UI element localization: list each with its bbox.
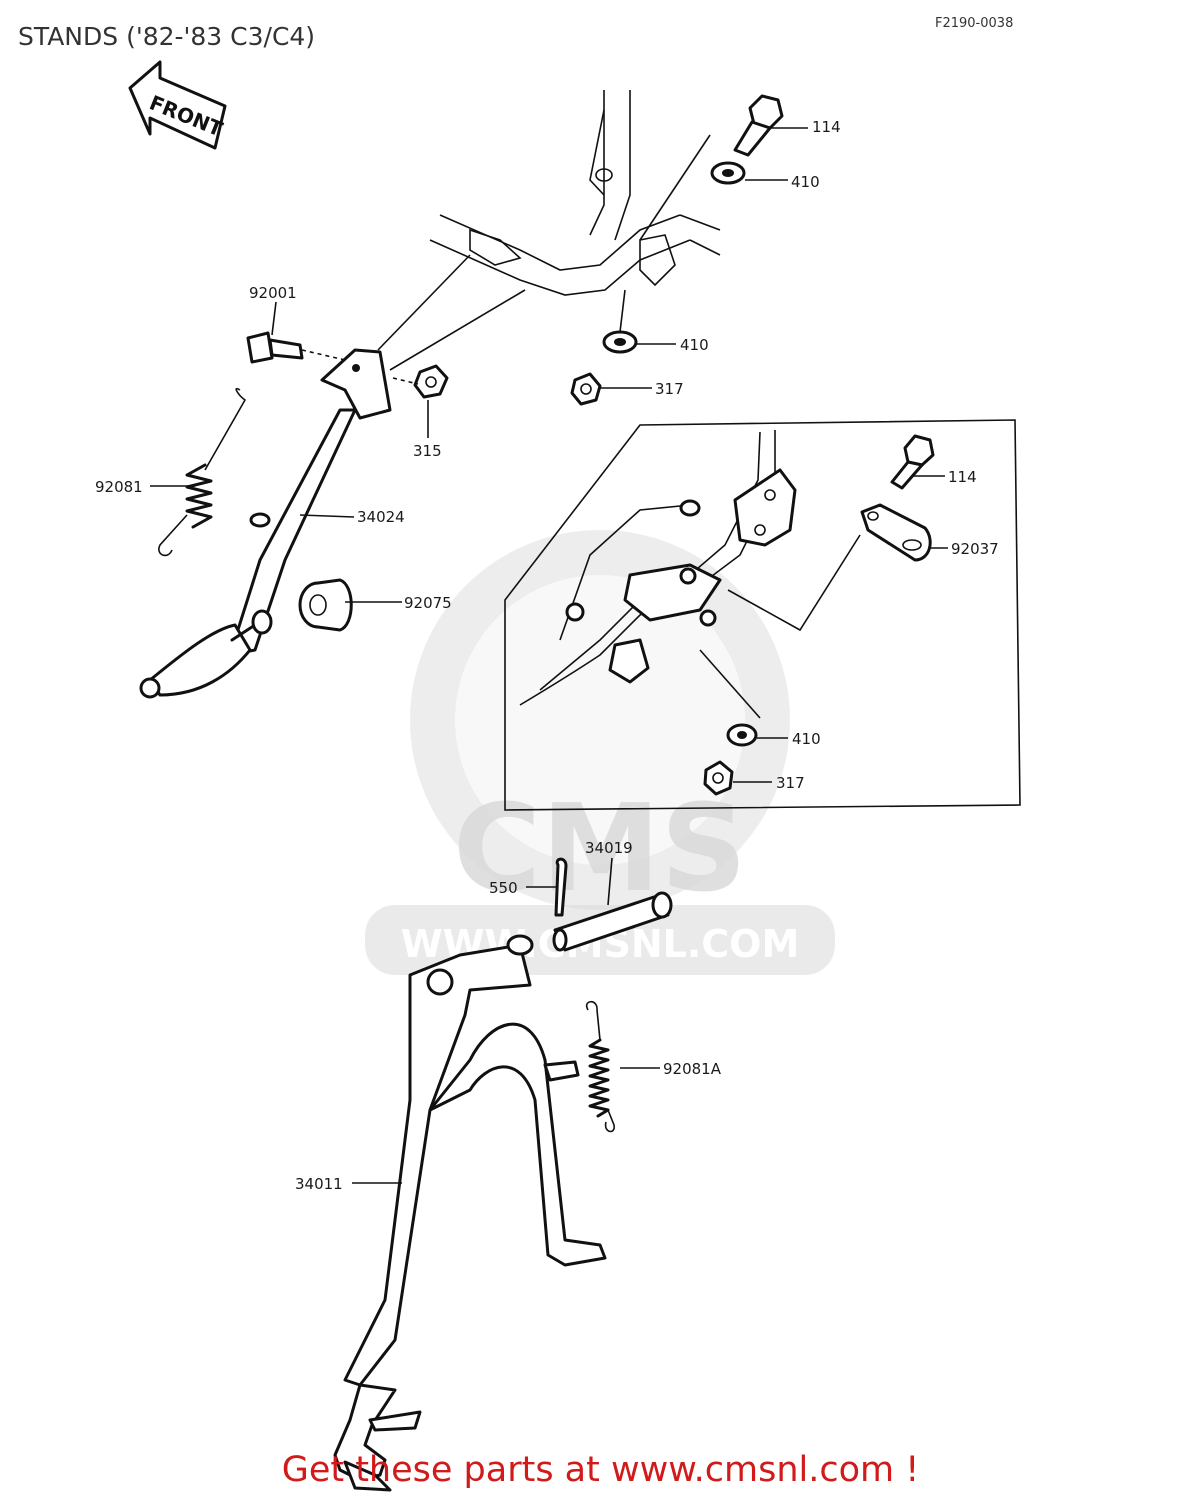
callout-34011: 34011 bbox=[295, 1175, 343, 1193]
callout-410-inset: 410 bbox=[792, 730, 821, 748]
leader-lines bbox=[150, 127, 948, 1184]
callout-92075: 92075 bbox=[404, 594, 452, 612]
inset-box bbox=[504, 419, 1021, 811]
callout-92081: 92081 bbox=[95, 478, 143, 496]
callout-317-mid: 317 bbox=[655, 380, 684, 398]
callout-550: 550 bbox=[489, 879, 518, 897]
callout-92001: 92001 bbox=[249, 284, 297, 302]
callout-315: 315 bbox=[413, 442, 442, 460]
watermark-brand: CMS bbox=[453, 780, 747, 919]
frame-illustration bbox=[429, 90, 721, 296]
figure-code: F2190-0038 bbox=[935, 16, 1014, 31]
callout-92081A: 92081A bbox=[663, 1060, 722, 1078]
upper-fasteners bbox=[570, 94, 784, 406]
callout-410-mid: 410 bbox=[680, 336, 709, 354]
page-title: STANDS ('82-'83 C3/C4) bbox=[18, 22, 316, 51]
side-stand-illustration bbox=[139, 254, 526, 699]
callout-114-top: 114 bbox=[812, 118, 841, 136]
center-stand-illustration bbox=[333, 857, 673, 1492]
callout-114-inset: 114 bbox=[948, 468, 977, 486]
footer-parts-link[interactable]: Get these parts at www.cmsnl.com ! bbox=[281, 1450, 920, 1490]
callout-34019: 34019 bbox=[585, 839, 633, 857]
part-callouts: 114 410 92001 410 317 315 92081 34024 92… bbox=[95, 118, 999, 1193]
callout-317-inset: 317 bbox=[776, 774, 805, 792]
callout-34024: 34024 bbox=[357, 508, 405, 526]
front-arrow-icon: FRONT bbox=[128, 60, 227, 150]
callout-410-top: 410 bbox=[791, 173, 820, 191]
callout-92037: 92037 bbox=[951, 540, 999, 558]
